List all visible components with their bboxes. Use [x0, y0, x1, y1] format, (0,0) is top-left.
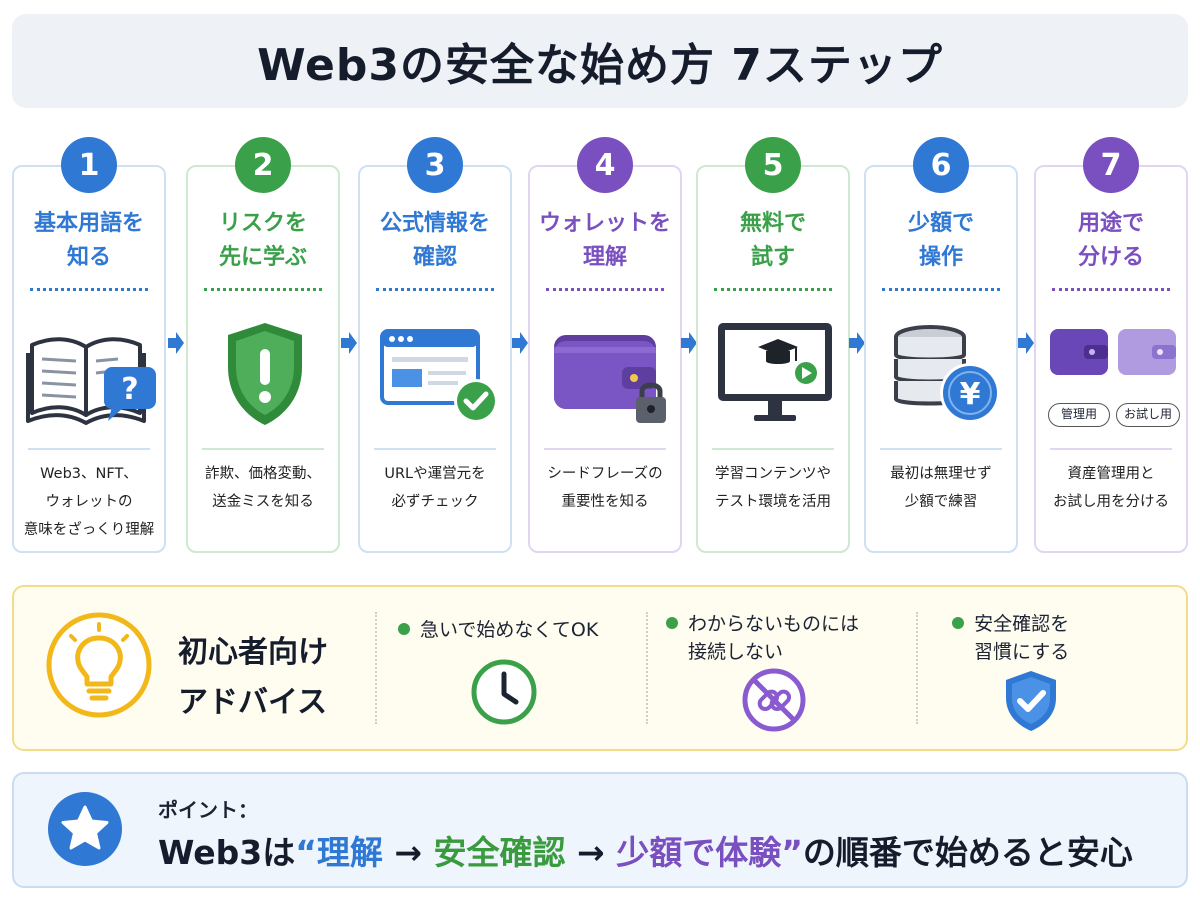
step-number-5: 5 — [745, 137, 801, 193]
step-arrow-icon — [341, 332, 357, 354]
step-title: 基本用語を 知る — [33, 211, 144, 270]
point-understand: 理解 — [316, 833, 383, 872]
shield-check-icon — [1006, 671, 1056, 731]
step-description: Web3、NFT、 ウォレットの 意味をざっくり理解 — [23, 466, 155, 538]
step-description: URLや運営元を 必ずチェック — [384, 466, 486, 510]
advice-divider — [375, 612, 377, 724]
step-divider — [1052, 288, 1170, 291]
step-title: 用途で 分ける — [1077, 211, 1144, 270]
advice-panel — [12, 585, 1188, 751]
advice-item-2: わからないものには 接続しない — [666, 610, 859, 666]
point-label: ポイント： — [158, 798, 258, 822]
point-arrow: → — [382, 833, 434, 872]
star-icon — [48, 792, 122, 866]
step-title: リスクを 先に学ぶ — [218, 211, 307, 270]
step-title: 公式情報を 確認 — [379, 211, 490, 270]
step-divider — [30, 288, 148, 291]
step-card-5: 無料で 試す 学習コンテンツや テスト環境を活用 — [696, 165, 850, 553]
point-arrow: → — [565, 833, 617, 872]
wallet-label-manage: 管理用 — [1048, 403, 1110, 427]
two-wallets-icon — [1036, 315, 1186, 433]
advice-item-text: 安全確認を 習慣にする — [974, 613, 1070, 663]
title-bar: Web3の安全な始め方 7ステップ — [12, 14, 1188, 108]
monitor-learning-icon — [698, 315, 848, 433]
point-small-trial: 少額で体験 — [616, 833, 782, 872]
browser-check-icon — [360, 315, 510, 433]
coins-yen-icon: ¥ — [866, 315, 1016, 433]
step-divider — [374, 448, 496, 450]
wallet-label-trial: お試し用 — [1116, 403, 1180, 427]
advice-item-text: わからないものには 接続しない — [688, 613, 860, 663]
advice-item-text: 急いで始めなくてOK — [420, 619, 599, 641]
point-safety-check: 安全確認 — [433, 833, 566, 872]
point-message: Web3は“理解 → 安全確認 → 少額で体験”の順番で始めると安心 — [158, 826, 1133, 874]
step-description: シードフレーズの 重要性を知る — [547, 466, 663, 510]
step-arrow-icon — [681, 332, 697, 354]
clock-icon — [471, 659, 537, 725]
step-card-2: リスクを 先に学ぶ 詐欺、価格変動、 送金ミスを知る — [186, 165, 340, 553]
svg-text:¥: ¥ — [960, 377, 981, 412]
step-title: ウォレットを 理解 — [538, 211, 671, 270]
step-arrow-icon — [168, 332, 184, 354]
step-title: 少額で 操作 — [907, 211, 974, 270]
step-arrow-icon — [849, 332, 865, 354]
step-number-1: 1 — [61, 137, 117, 193]
point-box — [12, 772, 1188, 888]
step-divider — [714, 288, 832, 291]
no-link-icon — [742, 668, 806, 732]
step-divider — [546, 288, 664, 291]
advice-divider — [916, 612, 918, 724]
advice-title: 初心者向け アドバイス — [178, 635, 328, 720]
advice-item-3: 安全確認を 習慣にする — [952, 610, 1069, 666]
step-description: 詐欺、価格変動、 送金ミスを知る — [205, 466, 321, 510]
step-number-3: 3 — [407, 137, 463, 193]
step-divider — [880, 448, 1002, 450]
svg-text:?: ? — [121, 372, 138, 407]
page-title: Web3の安全な始め方 7ステップ — [257, 40, 943, 91]
step-divider — [204, 288, 322, 291]
step-divider — [28, 448, 150, 450]
lightbulb-icon — [46, 612, 152, 718]
wallet-lock-icon — [530, 315, 680, 433]
step-divider — [376, 288, 494, 291]
step-description: 資産管理用と お試し用を分ける — [1053, 466, 1169, 510]
bullet-dot — [398, 623, 410, 635]
open-quote: “ — [295, 833, 317, 872]
step-card-7: 用途で 分ける 資産管理用と お試し用を分ける 管理用お試し用 — [1034, 165, 1188, 553]
step-card-1: 基本用語を 知る ? Web3、NFT、 ウォレットの 意味をざっくり理解 — [12, 165, 166, 553]
shield-warning-icon — [188, 315, 338, 433]
advice-item-1: 急いで始めなくてOK — [398, 616, 598, 644]
close-quote: ” — [781, 833, 803, 872]
step-title: 無料で 試す — [739, 211, 806, 270]
step-arrow-icon — [512, 332, 528, 354]
step-divider — [202, 448, 324, 450]
step-description: 最初は無理せず 少額で練習 — [890, 466, 992, 510]
step-description: 学習コンテンツや テスト環境を活用 — [715, 466, 831, 510]
step-number-7: 7 — [1083, 137, 1139, 193]
step-divider — [712, 448, 834, 450]
step-divider — [1050, 448, 1172, 450]
step-number-2: 2 — [235, 137, 291, 193]
advice-divider — [646, 612, 648, 724]
book-question-icon: ? — [14, 315, 164, 433]
step-card-4: ウォレットを 理解 シードフレーズの 重要性を知る — [528, 165, 682, 553]
step-arrow-icon — [1018, 332, 1034, 354]
point-lead: Web3は — [158, 833, 296, 872]
step-number-4: 4 — [577, 137, 633, 193]
bullet-dot — [666, 617, 678, 629]
step-divider — [544, 448, 666, 450]
step-divider — [882, 288, 1000, 291]
bullet-dot — [952, 617, 964, 629]
step-card-6: 少額で 操作 ¥ 最初は無理せず 少額で練習 — [864, 165, 1018, 553]
step-number-6: 6 — [913, 137, 969, 193]
step-card-3: 公式情報を 確認 URLや運営元を 必ずチェック — [358, 165, 512, 553]
point-tail: の順番で始めると安心 — [802, 833, 1133, 872]
